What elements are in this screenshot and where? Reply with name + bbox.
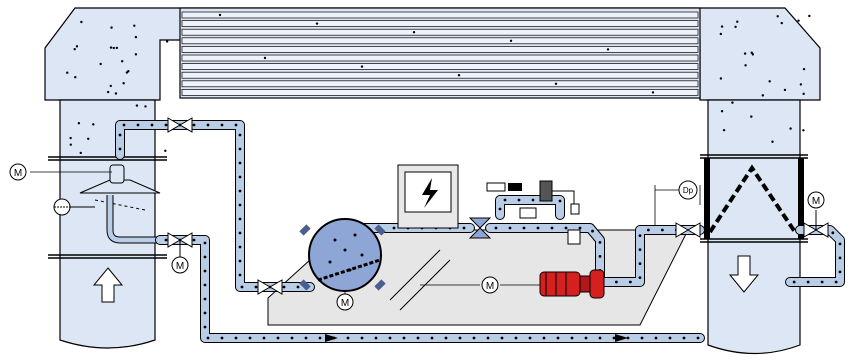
- valve-icon: [167, 117, 829, 295]
- exchanger-fin: [181, 20, 699, 27]
- exchanger-fin: [181, 71, 699, 79]
- exchanger-fins: [181, 11, 699, 96]
- exchanger-fin: [181, 28, 699, 36]
- motor-label: M: [14, 168, 22, 179]
- heat-exchanger: [44, 7, 821, 101]
- motor-symbol-icon: M: [9, 163, 27, 181]
- exchanger-fin: [181, 54, 699, 62]
- dp-label: Dp: [683, 186, 694, 195]
- motor-label: M: [176, 261, 184, 272]
- exchanger-fin: [181, 89, 699, 96]
- exchanger-fin: [181, 63, 699, 70]
- motor-label: M: [486, 281, 494, 292]
- flow-arrow: [325, 334, 338, 342]
- damper-actuator: [53, 198, 95, 216]
- filter-element: [468, 217, 492, 239]
- pressure-switch-icon: Dp: [678, 180, 698, 200]
- left-shaft: [48, 99, 167, 349]
- instrument-cluster: [486, 180, 581, 245]
- control-cabinet: [397, 164, 459, 229]
- motor-symbol-icon: M: [481, 276, 499, 294]
- motor-symbol-icon: M: [336, 293, 354, 311]
- right-shaft: [700, 99, 808, 355]
- circulation-pump: [539, 269, 605, 299]
- motor-symbol-icon: M: [171, 256, 189, 274]
- arrow-down-icon: [728, 255, 760, 293]
- exchanger-fin: [181, 37, 699, 45]
- exchanger-fin: [181, 11, 699, 19]
- exchanger-fin: [181, 80, 699, 88]
- exchanger-fin: [181, 46, 699, 53]
- motor-symbol-icon: M: [807, 191, 825, 209]
- lightning-icon: [422, 178, 438, 208]
- flow-arrow: [615, 334, 628, 342]
- motor-label: M: [812, 196, 820, 207]
- motor-label: M: [341, 298, 349, 309]
- arrow-up-icon: [92, 267, 124, 303]
